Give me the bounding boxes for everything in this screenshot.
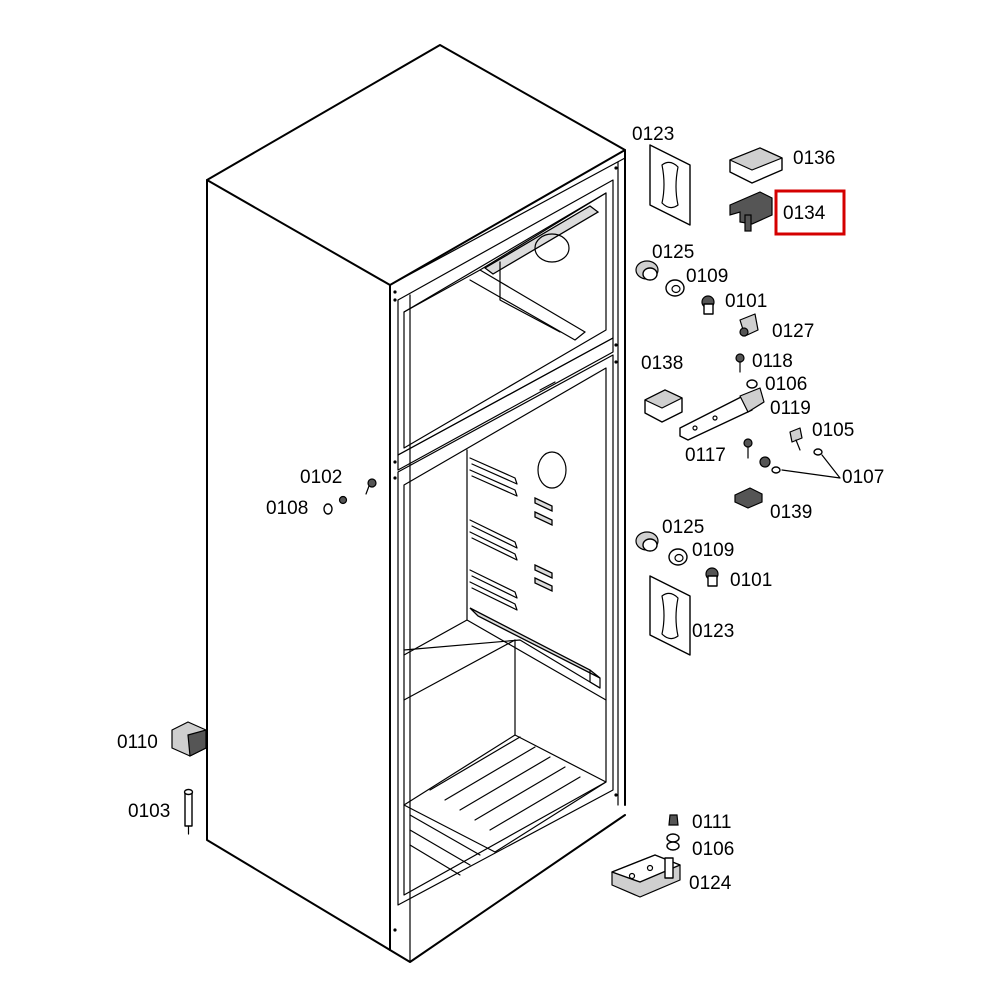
- floor-ribs: [409, 736, 581, 876]
- part-0106-mid[interactable]: 0106: [746, 374, 807, 395]
- part-0101-top[interactable]: 0101: [701, 291, 767, 315]
- part-0136[interactable]: 0136: [729, 147, 835, 184]
- svg-text:0108: 0108: [266, 498, 308, 519]
- refrigerator-cabinet: [206, 44, 626, 963]
- svg-text:0105: 0105: [812, 420, 854, 441]
- svg-text:0111: 0111: [692, 812, 731, 833]
- part-0117[interactable]: 0117: [685, 438, 753, 466]
- svg-text:0103: 0103: [128, 801, 170, 822]
- part-0123-bottom[interactable]: 0123: [649, 575, 734, 656]
- part-0109-bottom[interactable]: 0109: [668, 540, 734, 566]
- shelf-rails: [469, 457, 553, 611]
- svg-text:0101: 0101: [730, 570, 772, 591]
- part-0106-bottom[interactable]: 0106: [666, 833, 734, 860]
- part-0111[interactable]: 0111: [668, 812, 731, 833]
- svg-text:0101: 0101: [725, 291, 767, 312]
- svg-text:0125: 0125: [662, 517, 704, 538]
- part-0103[interactable]: 0103: [128, 788, 194, 835]
- svg-text:0109: 0109: [686, 266, 728, 287]
- part-0101-bottom[interactable]: 0101: [705, 567, 772, 591]
- part-0125-top[interactable]: 0125: [635, 242, 694, 281]
- part-0118[interactable]: 0118: [735, 351, 793, 373]
- svg-text:0107: 0107: [842, 467, 884, 488]
- svg-text:0125: 0125: [652, 242, 694, 263]
- part-0119[interactable]: 0119: [679, 387, 811, 441]
- svg-text:0117: 0117: [685, 445, 726, 466]
- svg-text:0136: 0136: [793, 148, 835, 169]
- svg-text:0102: 0102: [300, 467, 342, 488]
- svg-text:0138: 0138: [641, 353, 683, 374]
- svg-text:0106: 0106: [765, 374, 807, 395]
- svg-text:0123: 0123: [692, 621, 734, 642]
- part-0124[interactable]: 0124: [611, 854, 732, 898]
- svg-text:0118: 0118: [752, 351, 793, 372]
- svg-text:0134: 0134: [783, 203, 826, 224]
- frame-rivets: [393, 166, 618, 932]
- part-0125-bottom[interactable]: 0125: [635, 517, 704, 552]
- part-0107[interactable]: 0107: [759, 448, 884, 488]
- part-0127[interactable]: 0127: [739, 313, 814, 342]
- part-0108[interactable]: 0108: [266, 495, 348, 520]
- svg-text:0123: 0123: [632, 124, 674, 145]
- part-0134[interactable]: 0134: [729, 189, 846, 236]
- highlight-box: [774, 189, 846, 236]
- svg-text:0127: 0127: [772, 321, 814, 342]
- svg-text:0124: 0124: [689, 873, 732, 894]
- part-0138[interactable]: 0138: [641, 353, 683, 423]
- svg-text:0106: 0106: [692, 839, 734, 860]
- svg-text:0139: 0139: [770, 502, 812, 523]
- part-0110[interactable]: 0110: [117, 721, 207, 757]
- part-0123-top[interactable]: 0123: [632, 124, 691, 226]
- svg-text:0109: 0109: [692, 540, 734, 561]
- part-0102[interactable]: 0102: [300, 467, 377, 495]
- svg-text:0110: 0110: [117, 732, 158, 753]
- part-0109-top[interactable]: 0109: [665, 266, 728, 297]
- part-0105[interactable]: 0105: [789, 420, 854, 451]
- svg-text:0119: 0119: [770, 398, 811, 419]
- part-0139[interactable]: 0139: [734, 487, 812, 523]
